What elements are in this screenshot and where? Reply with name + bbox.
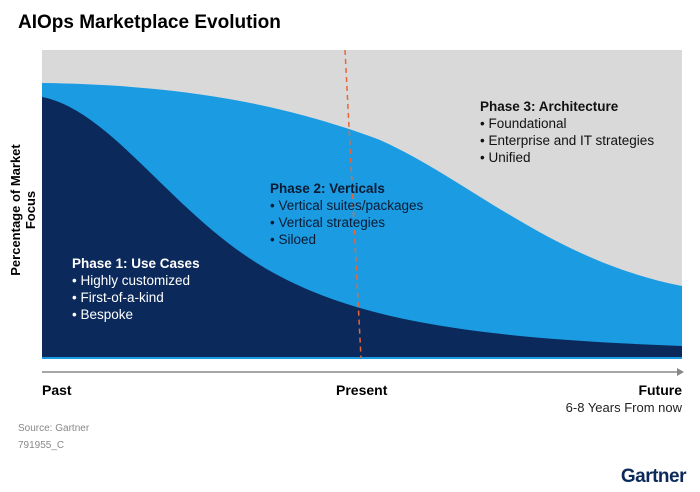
phase-1-area: [42, 97, 682, 358]
phase-item: • Enterprise and IT strategies: [480, 133, 655, 148]
phase-3-label: Phase 3: Architecture • Foundational • E…: [480, 98, 654, 166]
phase-item: • First-of-a-kind: [72, 290, 164, 305]
phase-item: • Bespoke: [72, 307, 134, 322]
phase-1-label: Phase 1: Use Cases • Highly customized •…: [72, 255, 200, 323]
source-note: Source: Gartner: [18, 423, 90, 434]
phase-item: • Unified: [480, 150, 531, 165]
phase-heading: Phase 2: Verticals: [270, 181, 385, 196]
diagram-title: AIOps Marketplace Evolution: [18, 12, 281, 33]
present-line: [344, 49, 362, 359]
arrow-head-icon: [677, 368, 684, 376]
phase-item: • Vertical suites/packages: [270, 198, 424, 213]
phase-item: • Highly customized: [72, 273, 191, 288]
future-note: 6-8 Years From now: [565, 400, 682, 415]
tick-future: Future: [638, 382, 682, 398]
figure-id: 791955_C: [18, 440, 65, 451]
tick-present: Present: [336, 382, 388, 398]
phase-item: • Foundational: [480, 116, 567, 131]
tick-past: Past: [42, 382, 72, 398]
phase-heading: Phase 1: Use Cases: [72, 256, 200, 271]
gartner-logo: Gartner: [620, 466, 687, 487]
phase-heading: Phase 3: Architecture: [480, 99, 619, 114]
phase-item: • Vertical strategies: [270, 215, 386, 230]
phase-item: • Siloed: [270, 232, 317, 247]
phase-2-label: Phase 2: Verticals • Vertical suites/pac…: [270, 180, 423, 248]
